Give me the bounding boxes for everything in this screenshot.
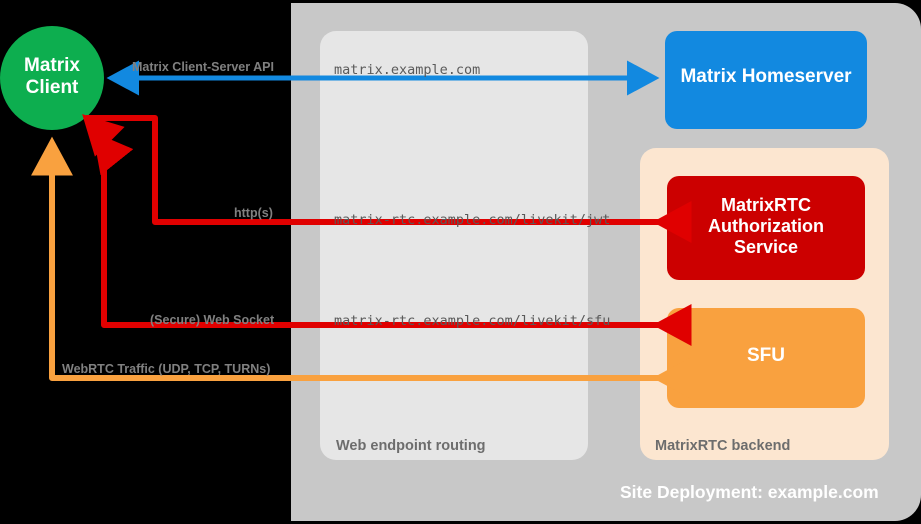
matrixrtc-auth-service-box <box>667 176 865 280</box>
flow-arrow-webrtc-path <box>49 142 658 381</box>
flow-arrowhead-websocket-client <box>92 131 134 176</box>
web-endpoint-routing-panel <box>320 31 588 460</box>
flow-arrowhead-https-client <box>82 114 125 157</box>
matrix-homeserver-box <box>665 31 867 129</box>
sfu-box <box>667 308 865 408</box>
matrix-client-circle <box>0 26 104 130</box>
